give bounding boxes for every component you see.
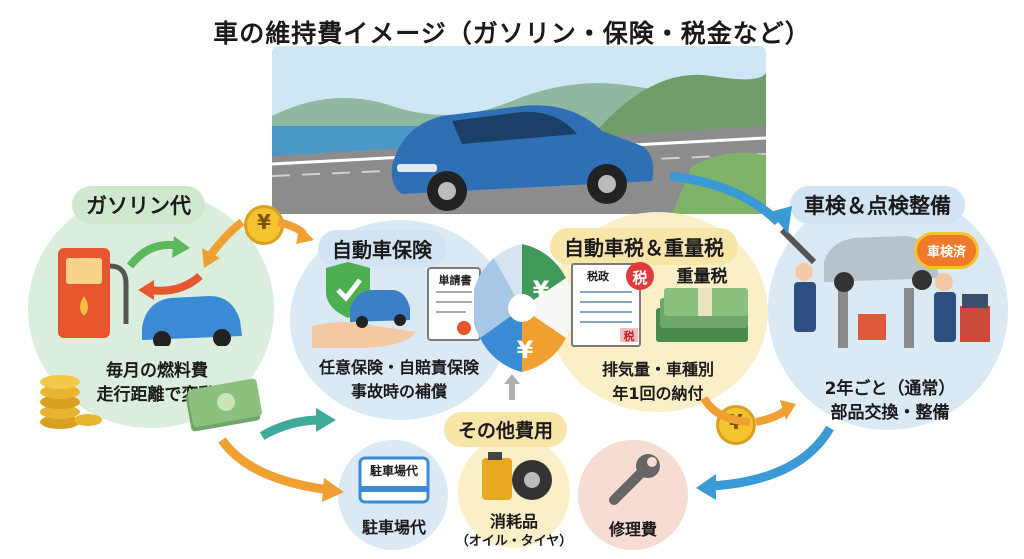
arrow-hero-to-inspection (669, 171, 782, 226)
inspection-heading: 車検＆点検整備 (790, 186, 965, 224)
cost-pie-chart (474, 244, 570, 372)
lifted-car-icon (824, 236, 940, 282)
tax-sub-heading: 重量税 (676, 267, 728, 287)
oil-can-icon (482, 458, 512, 500)
arrow-to-gasoline (206, 218, 245, 259)
gasoline-line2: 走行距離で変動 (96, 385, 216, 405)
tax-stamp-label: 税 (632, 269, 648, 287)
money-stack-icon (656, 288, 748, 342)
consumables-label: 消耗品 (489, 512, 538, 531)
inspection-badge: 車検済 (914, 232, 980, 269)
gasoline-line1: 毎月の燃料費 (106, 361, 208, 381)
repair-label: 修理費 (608, 520, 657, 539)
parking-card-icon (358, 456, 430, 504)
insurance-illustration (312, 262, 481, 348)
coins-icon (40, 375, 102, 429)
hand-icon (312, 322, 416, 348)
tax-form-icon (571, 263, 641, 347)
car-lift-icon (838, 288, 848, 348)
cash-bills-icon (185, 378, 262, 432)
pie-slice-pale (494, 244, 522, 308)
repair-section (578, 440, 688, 550)
small-car-icon (142, 296, 242, 346)
wrench-repair-icon (609, 454, 660, 505)
tax-heading: 自動車税＆重量税 (550, 228, 738, 265)
car-scene-illustration (272, 46, 766, 214)
garage-illustration (779, 227, 990, 348)
tax-illustration (571, 262, 748, 347)
hero-scene (272, 46, 766, 214)
pie-slice-blue (480, 308, 522, 372)
blue-car-icon (391, 105, 654, 211)
tax-line1: 排気量・車種別 (601, 360, 714, 379)
parking-label: 駐車場代 (361, 518, 426, 537)
tax-form-mark: 税 (623, 330, 635, 343)
arrow-to-insurance (259, 415, 321, 440)
pie-yen-2: ¥ (516, 336, 534, 364)
mechanic-icon (794, 263, 816, 332)
gas-pump-icon (58, 236, 242, 346)
toolbox-icon (858, 314, 886, 340)
tax-stamp-icon (626, 262, 654, 290)
tax-line2: 年1回の納付 (612, 384, 704, 403)
insurance-heading: 自動車保険 (318, 230, 446, 267)
pie-yen-1: ¥ (532, 276, 550, 304)
gasoline-heading: ガソリン代 (72, 186, 205, 224)
oil-tire-icon (482, 452, 552, 500)
consumables-sub-label: （オイル・タイヤ） (455, 534, 573, 549)
inspection-line2: 部品交換・整備 (830, 403, 950, 423)
cycle-arrows-icon (126, 236, 203, 300)
tax-form-label: 税政 (587, 270, 609, 283)
arrow-to-parking (218, 437, 331, 495)
page-title: 車の維持費イメージ（ガソリン・保険・税金など） (213, 19, 811, 48)
arrow-inspection-to-repair (711, 425, 834, 491)
pie-slice-light (522, 278, 570, 338)
pie-slice-pale-blue (474, 258, 522, 338)
other-heading: その他費用 (444, 412, 568, 447)
consumables-section (458, 436, 570, 548)
insurance-line1: 任意保険・自賠責保険 (318, 358, 479, 377)
diagnostic-cart-icon (960, 306, 990, 342)
insurance-line2: 事故時の補償 (350, 382, 447, 401)
wrench-icon (779, 227, 817, 265)
insurance-doc-label: 単請書 (438, 274, 472, 287)
insured-car-icon (350, 290, 410, 322)
arrow-tax-to-coin (700, 395, 751, 426)
parking-card-text: 駐車場代 (369, 464, 418, 478)
pie-slice-orange (522, 308, 566, 372)
pie-slice-green (522, 244, 566, 308)
inspection-line1: 2年ごと（通常） (824, 379, 956, 399)
mechanic-icon-2 (934, 273, 956, 342)
yen-coin-symbol: ¥ (257, 210, 271, 234)
